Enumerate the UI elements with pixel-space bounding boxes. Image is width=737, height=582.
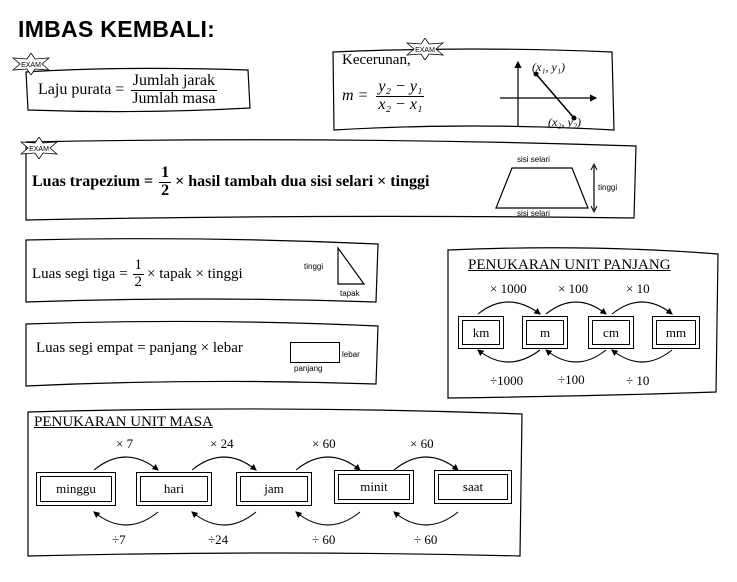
speed-frame	[25, 67, 251, 113]
gradient-lhs: m =	[342, 87, 369, 104]
trapezium-frame	[25, 139, 637, 221]
svg-text:EXAM: EXAM	[29, 146, 49, 153]
trapezium-height-label: tinggi	[598, 183, 618, 192]
mass-frame	[27, 408, 523, 557]
rectangle-frame	[25, 320, 379, 387]
trapezium-half-den: 2	[161, 181, 170, 199]
gradient-numerator: y₂ − y₁	[376, 77, 425, 97]
triangle-suffix: × tapak × tinggi	[147, 265, 243, 282]
mass-div-1: ÷7	[112, 532, 126, 547]
trapezium-suffix: × hasil tambah dua sisi selari × tinggi	[175, 173, 430, 190]
trapezium-top-label: sisi selari	[517, 155, 550, 164]
trapezium-formula: Luas trapezium = 1 2 × hasil tambah dua …	[32, 160, 429, 204]
svg-text:EXAM: EXAM	[415, 47, 435, 54]
length-mult-1: × 1000	[490, 281, 527, 296]
trapezium-half-num: 1	[159, 163, 172, 183]
triangle-shape	[337, 246, 366, 285]
exam-badge-gradient: EXAM	[406, 38, 444, 60]
gradient-title: Kecerunan,	[342, 52, 411, 68]
mass-div-2: ÷24	[208, 532, 229, 547]
length-mult-3: × 10	[626, 281, 650, 296]
mass-mult-2: × 24	[210, 436, 234, 451]
length-div-1: ÷1000	[490, 373, 524, 388]
exam-badge-speed: EXAM	[12, 53, 50, 75]
length-div-2: ÷100	[558, 372, 585, 387]
mass-div-3: ÷ 60	[312, 532, 336, 547]
svg-text:EXAM: EXAM	[21, 62, 41, 69]
length-arrows	[477, 301, 673, 363]
length-div-3: ÷ 10	[626, 373, 650, 388]
rectangle-formula: Luas segi empat = panjang × lebar	[36, 340, 243, 356]
mass-unit-minggu: minggu	[36, 472, 116, 506]
mass-div-4: ÷ 60	[414, 532, 438, 547]
triangle-height-label: tinggi	[304, 262, 324, 271]
mass-mult-4: × 60	[410, 436, 434, 451]
mass-unit-minit: minit	[334, 470, 414, 504]
length-mult-2: × 100	[558, 281, 589, 296]
trapezium-bottom-label: sisi selari	[517, 209, 550, 218]
rectangle-width-label: lebar	[342, 350, 360, 359]
mass-unit-jam: jam	[236, 472, 312, 506]
gradient-point1: (x₁, y₁)	[532, 60, 565, 74]
mass-title: PENUKARAN UNIT MASA	[34, 414, 213, 430]
page-heading: IMBAS KEMBALI:	[18, 16, 216, 42]
gradient-point2: (x₂, y₂)	[548, 115, 581, 129]
exam-badge-trapezium: EXAM	[20, 137, 58, 159]
speed-formula: Laju purata = Jumlah jarak Jumlah masa	[38, 70, 217, 110]
gradient-formula: m = y₂ − y₁ x₂ − x₁	[342, 76, 425, 116]
triangle-half-den: 2	[134, 273, 143, 290]
length-frame	[447, 247, 719, 399]
triangle-prefix: Luas segi tiga =	[32, 265, 128, 282]
gradient-graph	[500, 60, 598, 126]
triangle-half-num: 1	[132, 256, 145, 275]
mass-mult-3: × 60	[312, 436, 336, 451]
speed-numerator: Jumlah jarak	[130, 71, 217, 91]
mass-unit-hari: hari	[136, 472, 212, 506]
triangle-formula: Luas segi tiga = 1 2 × tapak × tinggi	[32, 254, 243, 294]
triangle-base-label: tapak	[340, 289, 360, 298]
length-title: PENUKARAN UNIT PANJANG	[468, 257, 671, 273]
rectangle-length-label: panjang	[294, 364, 323, 373]
mass-unit-saat: saat	[434, 470, 512, 504]
speed-lhs: Laju purata =	[38, 81, 125, 98]
triangle-frame	[25, 238, 379, 303]
length-unit-cm: cm	[588, 316, 634, 349]
rectangle-shape	[290, 342, 340, 363]
trapezium-prefix: Luas trapezium =	[32, 173, 154, 190]
gradient-denominator: x₂ − x₁	[378, 95, 423, 113]
mass-arrows	[93, 456, 459, 526]
length-unit-mm: mm	[652, 316, 700, 349]
length-unit-m: m	[522, 316, 568, 349]
mass-mult-1: × 7	[116, 436, 134, 451]
trapezium-shape	[495, 162, 598, 214]
speed-denominator: Jumlah masa	[132, 89, 216, 107]
length-unit-km: km	[458, 316, 504, 349]
